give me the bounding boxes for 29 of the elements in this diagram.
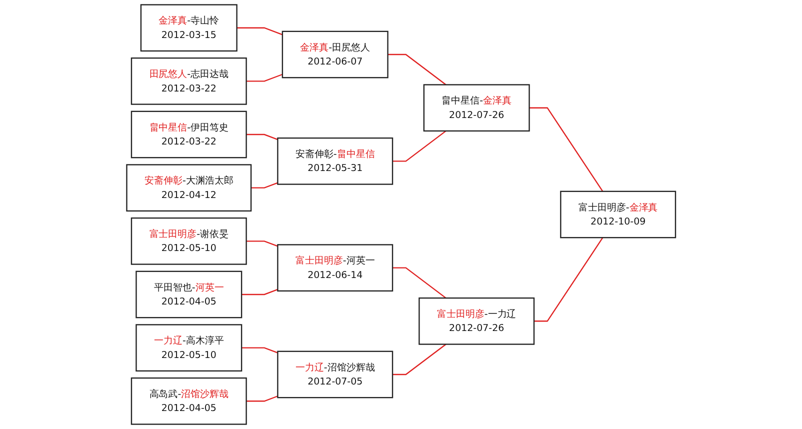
- connector: [236, 27, 283, 36]
- node-box: 富士田明彦-金泽真 2012-10-09: [560, 190, 676, 238]
- node-box: 安斋伸彰-大渊浩太郎 2012-04-12: [126, 164, 252, 212]
- connector: [392, 130, 446, 162]
- connector: [241, 347, 278, 354]
- connector: [529, 107, 604, 192]
- node-box: 金泽真-田尻悠人 2012-06-07: [282, 30, 388, 78]
- connector: [534, 237, 604, 322]
- node-box: 富士田明彦-河英一 2012-06-14: [276, 244, 393, 292]
- connector: [246, 74, 283, 82]
- node-box: 一力辽-高木淳平 2012-05-10: [136, 324, 242, 372]
- node-box: 一力辽-沼馆沙辉哉 2012-07-05: [276, 350, 393, 398]
- node-box: 平田智也-河英一 2012-04-05: [136, 270, 242, 318]
- node-box: 富士田明彦-谢依旻 2012-05-10: [130, 217, 247, 265]
- connector: [241, 288, 278, 296]
- connector: [246, 240, 278, 247]
- node-box: 安斋伸彰-畠中星信 2012-05-31: [276, 137, 393, 185]
- node-box: 畠中星信-伊田笃史 2012-03-22: [130, 110, 247, 158]
- node-box: 金泽真-寺山怜 2012-03-15: [140, 4, 238, 52]
- connector: [250, 182, 278, 188]
- node-box: 畠中星信-金泽真 2012-07-26: [423, 84, 530, 132]
- connector: [392, 267, 446, 299]
- node-box: 田尻悠人-志田达哉 2012-03-22: [130, 57, 247, 105]
- node-box: 高岛武-沼馆沙辉哉 2012-04-05: [130, 377, 247, 425]
- connector: [392, 344, 446, 376]
- connector: [388, 54, 446, 86]
- connector: [246, 396, 278, 402]
- connector: [246, 134, 278, 140]
- node-box: 富士田明彦-一力辽 2012-07-26: [418, 297, 534, 345]
